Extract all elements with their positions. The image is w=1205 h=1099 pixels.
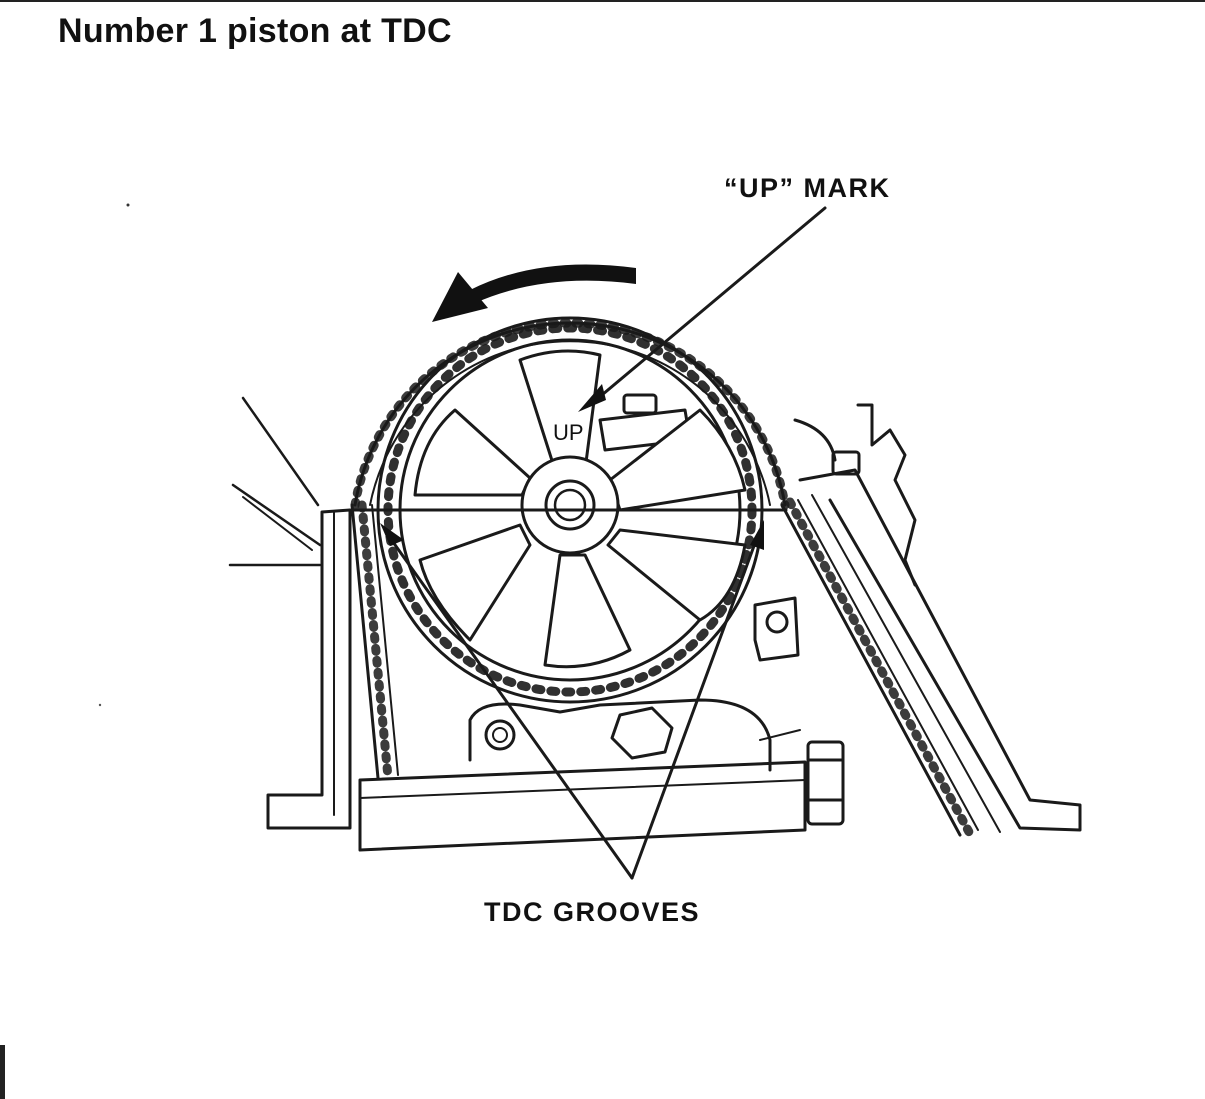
timing-belt bbox=[350, 318, 979, 837]
scan-speck bbox=[98, 703, 102, 707]
scan-edge-mark bbox=[0, 1045, 5, 1099]
engine-housing bbox=[228, 393, 1082, 852]
tdc-grooves-callout: TDC GROOVES bbox=[484, 897, 701, 927]
camshaft-pulley bbox=[350, 316, 788, 704]
scan-speck bbox=[126, 203, 130, 207]
pulley-up-stamp: UP bbox=[553, 420, 584, 445]
leader-lines bbox=[380, 206, 827, 880]
top-rule bbox=[0, 0, 1205, 2]
page-title: Number 1 piston at TDC bbox=[58, 12, 452, 50]
up-mark-callout: “UP” MARK bbox=[724, 173, 891, 203]
counterclockwise-arrow-icon bbox=[432, 264, 636, 322]
